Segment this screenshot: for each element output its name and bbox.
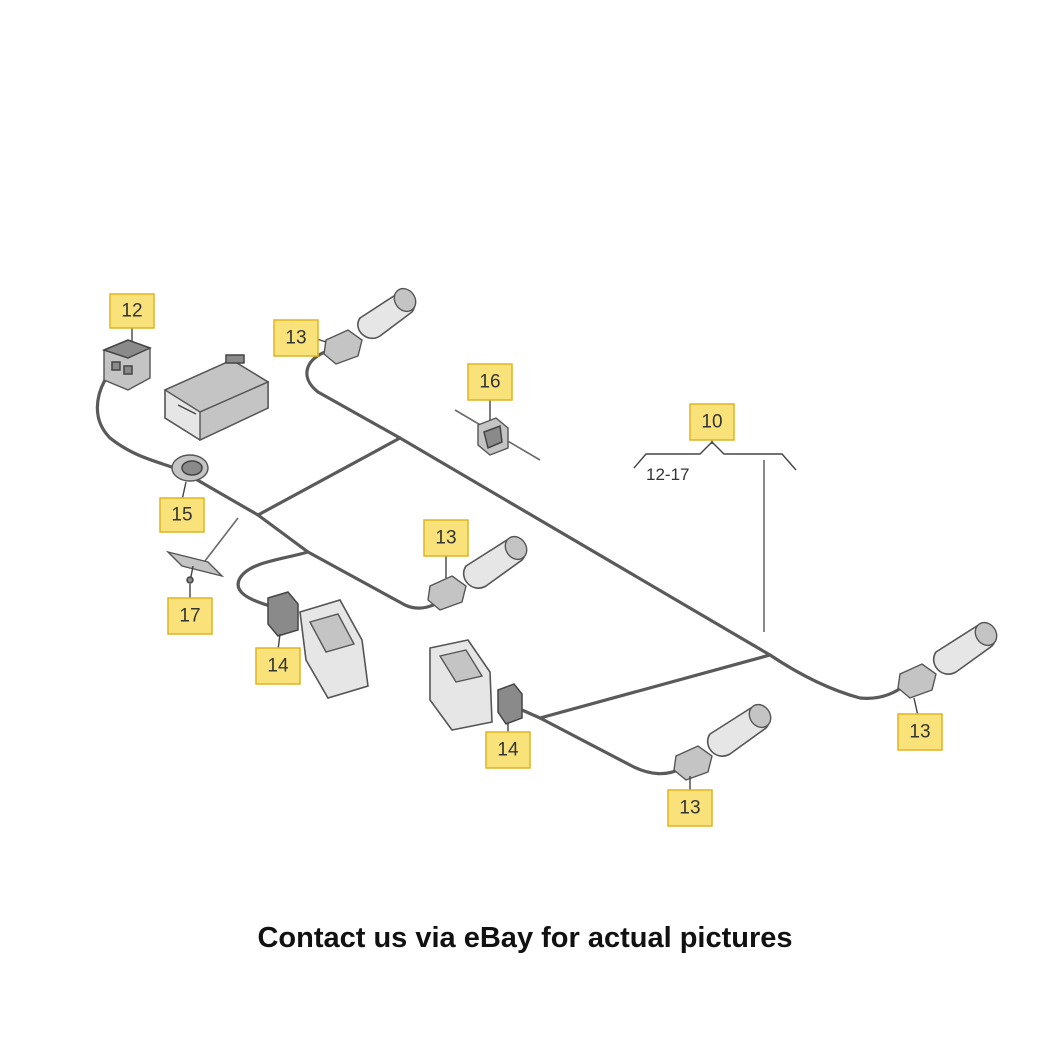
callout-10: 10 [689,403,735,441]
sensor-14-left [267,591,369,699]
callout-15: 15 [159,497,205,533]
svg-text:13: 13 [285,328,306,349]
callout-13-right: 13 [897,713,943,751]
svg-text:13: 13 [909,722,930,743]
svg-text:14: 14 [497,740,519,761]
wire-cross-link [256,436,402,517]
wire-branch-14-left [236,550,310,608]
svg-text:12: 12 [121,301,142,322]
svg-text:15: 15 [171,505,192,526]
sensor-top-13 [323,287,417,365]
sensor-right-13 [897,621,998,699]
svg-text:13: 13 [679,798,700,819]
harness-wires [95,350,907,776]
sensor-middle-13 [427,535,528,611]
callout-14-left: 14 [255,647,301,685]
footer-notice: Contact us via eBay for actual pictures [257,922,793,954]
sensor-14-right [429,639,523,731]
callout-13-middle: 13 [423,519,469,557]
callout-13-top: 13 [273,319,319,357]
wire-branch-bottom-13 [538,716,684,776]
svg-text:14: 14 [267,656,289,677]
group-range-label: 12-17 [646,465,689,484]
callout-17: 17 [167,597,213,635]
callout-12: 12 [109,293,155,329]
callout-16: 16 [467,363,513,401]
wire-main-trunk [305,350,907,700]
connector-12 [101,339,152,391]
holder-16 [454,409,541,461]
sensor-bottom-13 [673,703,772,781]
svg-text:13: 13 [435,528,456,549]
svg-text:16: 16 [479,372,500,393]
callout-14-right: 14 [485,731,531,769]
grommet-15 [171,454,209,482]
clip-17 [165,550,225,584]
wire-left-branch [95,373,447,610]
callout-13-bottom: 13 [667,789,713,827]
group-bracket-10: 12-17 [633,441,797,484]
wire-branch-14-right [520,653,772,720]
svg-text:10: 10 [701,412,722,433]
svg-text:17: 17 [179,606,200,627]
control-module-box [163,354,270,442]
